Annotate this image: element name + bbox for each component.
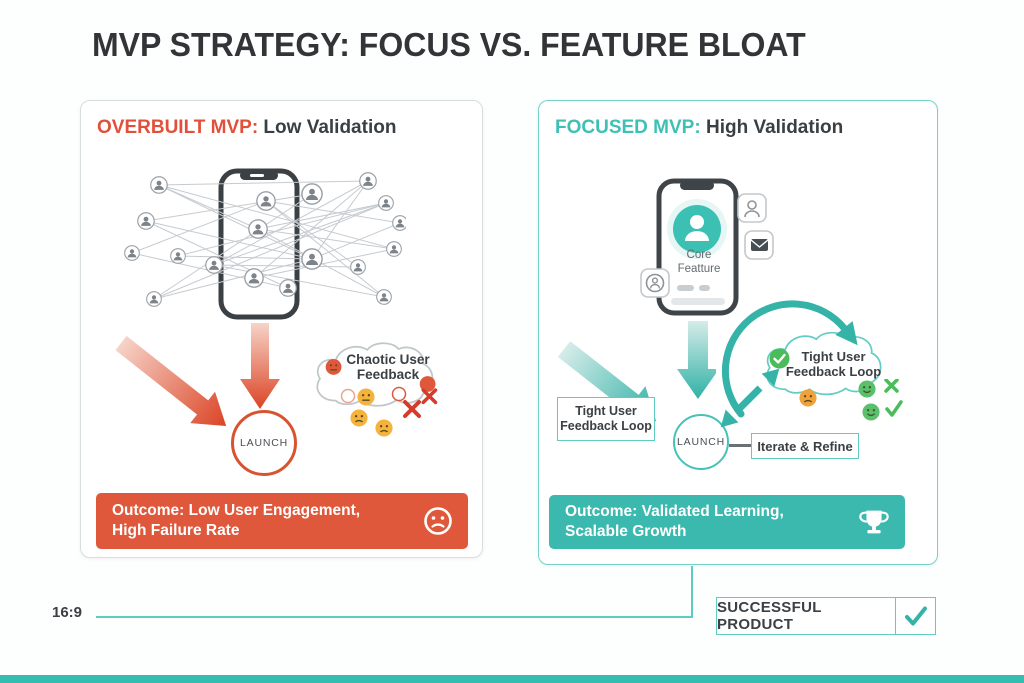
network-lines bbox=[131, 180, 401, 300]
trophy-icon bbox=[859, 510, 889, 534]
cloud-text-line2: Feedback Loop bbox=[785, 364, 882, 379]
feature-badge-icons bbox=[640, 193, 774, 298]
chaotic-feedback-cloud-icon bbox=[306, 331, 438, 423]
feedback-loop-label-box: Tight User Feedback Loop bbox=[557, 397, 655, 441]
overbuilt-mvp-panel: OVERBUILT MVP: Low Validation bbox=[80, 100, 483, 558]
x-mark-icon bbox=[421, 388, 438, 405]
launch-circle: LAUNCH bbox=[231, 410, 297, 476]
caption-line2: Featture bbox=[677, 263, 721, 275]
footer-line bbox=[96, 616, 693, 618]
cloud-text-line1: Tight User bbox=[801, 349, 866, 364]
focused-mvp-panel: FOCUSED MVP: High Validation bbox=[538, 100, 938, 565]
launch-label: LAUNCH bbox=[240, 437, 288, 449]
chaotic-network-graphic bbox=[124, 168, 406, 320]
right-outcome-bar: Outcome: Validated Learning, Scalable Gr… bbox=[549, 495, 905, 549]
focused-phone-graphic bbox=[640, 178, 774, 316]
check-icon bbox=[885, 400, 903, 417]
left-heading-rest: Low Validation bbox=[258, 117, 397, 138]
mail-icon bbox=[750, 239, 769, 251]
feedback-box-line1: Tight User bbox=[575, 404, 637, 418]
right-panel-heading: FOCUSED MVP: High Validation bbox=[555, 117, 843, 139]
left-panel-heading: OVERBUILT MVP: Low Validation bbox=[97, 117, 396, 139]
sad-face-icon bbox=[424, 507, 452, 535]
iterate-refine-box: Iterate & Refine bbox=[751, 433, 859, 459]
left-outcome-bar: Outcome: Low User Engagement, High Failu… bbox=[96, 493, 468, 549]
page-title: MVP STRATEGY: FOCUS VS. FEATURE BLOAT bbox=[92, 26, 806, 63]
right-heading-rest: High Validation bbox=[700, 117, 844, 138]
user-icon bbox=[747, 200, 757, 210]
right-outcome-line2: Scalable Growth bbox=[565, 523, 687, 540]
cloud-text-line2: Feedback bbox=[356, 367, 420, 382]
unhappy-emoji-group bbox=[340, 386, 421, 437]
iteration-loop-arrow bbox=[720, 300, 858, 428]
right-heading-highlight: FOCUSED MVP: bbox=[555, 117, 701, 138]
launch-label: LAUNCH bbox=[677, 436, 725, 448]
down-arrow-icon bbox=[677, 321, 716, 399]
chaotic-cloud-text: Chaotic User Feedback bbox=[333, 352, 443, 382]
left-heading-highlight: OVERBUILT MVP: bbox=[97, 117, 259, 138]
cloud-text-line1: Chaotic User bbox=[346, 352, 430, 367]
launch-iterate-connector bbox=[729, 444, 751, 447]
core-feature-caption: Core Featture bbox=[663, 248, 735, 276]
aspect-ratio-label: 16:9 bbox=[52, 604, 83, 621]
success-check-cell bbox=[895, 598, 935, 634]
feedback-box-line2: Feedback Loop bbox=[560, 419, 652, 433]
successful-product-box: SUCCESSFUL PRODUCT bbox=[716, 597, 936, 635]
tight-cloud-text: Tight User Feedback Loop bbox=[781, 349, 886, 379]
bottom-accent-bar bbox=[0, 675, 1024, 683]
panel-connector-line bbox=[691, 566, 693, 618]
caption-line1: Core bbox=[686, 249, 712, 261]
left-outcome-line1: Outcome: Low User Engagement, bbox=[112, 502, 361, 519]
failure-arrows bbox=[115, 323, 280, 427]
double-arrow-icon bbox=[720, 368, 780, 428]
user-icon bbox=[645, 273, 665, 293]
check-icon bbox=[904, 606, 927, 626]
right-outcome-line1: Outcome: Validated Learning, bbox=[565, 503, 784, 520]
diagonal-arrow-icon bbox=[115, 335, 227, 427]
validated-emoji-group bbox=[799, 379, 903, 421]
x-mark-icon bbox=[884, 379, 899, 393]
x-mark-icon bbox=[403, 400, 421, 418]
successful-product-label: SUCCESSFUL PRODUCT bbox=[717, 599, 822, 633]
iterate-label: Iterate & Refine bbox=[757, 438, 853, 454]
launch-circle: LAUNCH bbox=[673, 414, 729, 470]
down-arrow-icon bbox=[240, 323, 280, 409]
left-outcome-text: Outcome: Low User Engagement, High Failu… bbox=[112, 501, 422, 541]
right-outcome-text: Outcome: Validated Learning, Scalable Gr… bbox=[565, 502, 857, 542]
check-circle-icon bbox=[769, 348, 790, 369]
left-outcome-line2: High Failure Rate bbox=[112, 522, 240, 539]
